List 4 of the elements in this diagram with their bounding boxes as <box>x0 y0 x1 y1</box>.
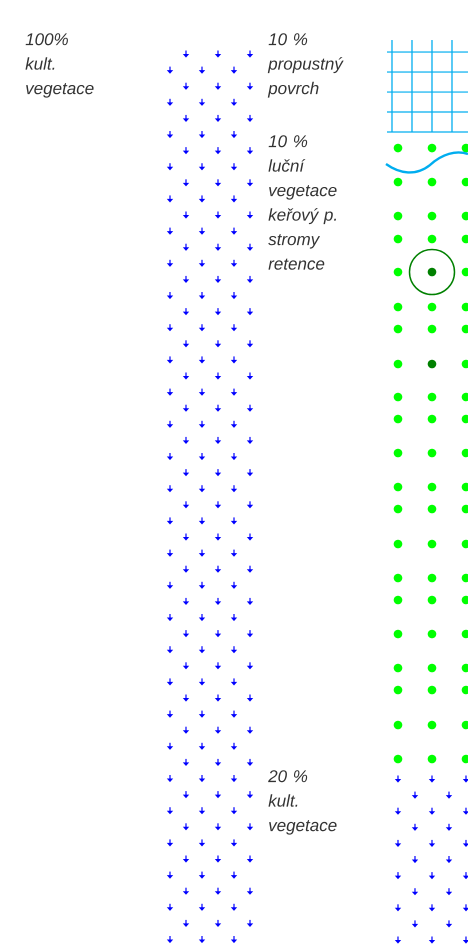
area-label: 10 % luční vegetace keřový p. stromy retence <box>268 135 337 270</box>
area-label: 20 % kult. vegetace <box>268 770 337 835</box>
area-label: 100% kult. vegetace <box>25 33 94 98</box>
area-label: 10 % propustný povrch <box>268 33 344 98</box>
